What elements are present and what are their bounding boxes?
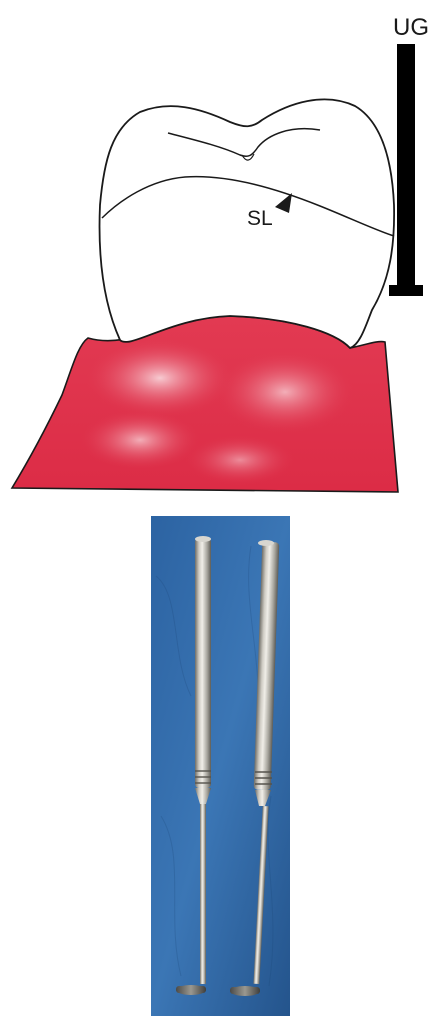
gingiva bbox=[12, 316, 398, 492]
undercut-gauge bbox=[389, 44, 423, 296]
tooth-gingiva-diagram: SL UG bbox=[0, 0, 435, 505]
instrument-photo bbox=[151, 516, 290, 1016]
survey-line-label: SL bbox=[247, 207, 273, 230]
gauge-label: UG bbox=[393, 14, 429, 41]
